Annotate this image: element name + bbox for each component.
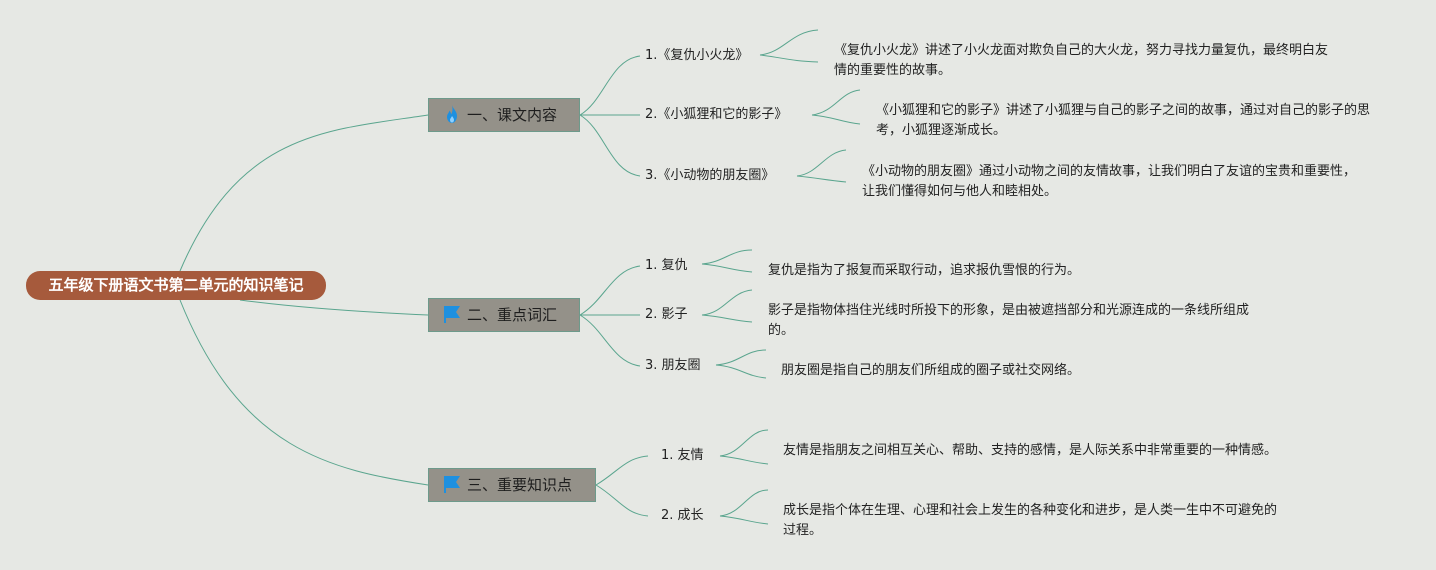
connector-d6 (715, 349, 767, 379)
desc-node-1-2: 《小狐狸和它的影子》讲述了小狐狸与自己的影子之间的故事，通过对自己的影子的思考，… (876, 103, 1371, 138)
connector-b2-s1 (579, 265, 641, 316)
connector-b2-s3 (579, 314, 641, 367)
desc-node-1-3: 《小动物的朋友圈》通过小动物之间的友情故事，让我们明白了友谊的宝贵和重要性，让我… (862, 164, 1357, 199)
sub-node-3-1[interactable]: 1. 友情 (661, 448, 704, 463)
connector-d4 (701, 249, 753, 273)
connector-root-branch-3 (179, 299, 429, 486)
connector-b3-s1 (595, 455, 649, 486)
sub-node-2-2[interactable]: 2. 影子 (645, 307, 688, 322)
connector-root-branch-2 (239, 299, 429, 316)
sub-node-1-1[interactable]: 1.《复仇小火龙》 (645, 48, 749, 63)
root-node[interactable]: 五年级下册语文书第二单元的知识笔记 (26, 271, 326, 300)
flag-icon (443, 474, 461, 494)
connector-d2 (811, 89, 861, 125)
desc-node-2-3: 朋友圈是指自己的朋友们所组成的圈子或社交网络。 (781, 363, 1081, 378)
connector-d3 (796, 149, 847, 183)
connector-d7 (719, 429, 769, 465)
desc-node-2-1: 复仇是指为了报复而采取行动，追求报仇雪恨的行为。 (768, 263, 1081, 278)
sub-node-2-1[interactable]: 1. 复仇 (645, 258, 688, 273)
sub-node-1-3[interactable]: 3.《小动物的朋友圈》 (645, 168, 775, 183)
root-label: 五年级下册语文书第二单元的知识笔记 (48, 276, 304, 294)
branch-label: 二、重点词汇 (467, 306, 558, 324)
fire-icon (443, 104, 461, 124)
branch-node-key-points[interactable]: 三、重要知识点 (428, 468, 596, 502)
branch-label: 三、重要知识点 (467, 476, 573, 494)
connector-root-branch-1 (179, 114, 429, 272)
desc-node-2-2: 影子是指物体挡住光线时所投下的形象，是由被遮挡部分和光源连成的一条线所组成的。 (768, 303, 1250, 338)
branch-label: 一、课文内容 (467, 106, 558, 124)
desc-node-3-2: 成长是指个体在生理、心理和社会上发生的各种变化和进步，是人类一生中不可避免的过程… (783, 503, 1278, 538)
connector-b3-s2 (595, 484, 649, 517)
connector-d5 (701, 289, 753, 323)
sub-node-2-3[interactable]: 3. 朋友圈 (645, 358, 701, 373)
connector-b1-s1 (579, 55, 641, 116)
connector-b1-s3 (579, 114, 641, 177)
connector-d1 (759, 29, 819, 63)
desc-node-1-1: 《复仇小火龙》讲述了小火龙面对欺负自己的大火龙，努力寻找力量复仇，最终明白友情的… (834, 43, 1329, 78)
flag-icon (443, 304, 461, 324)
desc-node-3-1: 友情是指朋友之间相互关心、帮助、支持的感情，是人际关系中非常重要的一种情感。 (783, 443, 1278, 458)
branch-node-course-content[interactable]: 一、课文内容 (428, 98, 580, 132)
sub-node-3-2[interactable]: 2. 成长 (661, 508, 704, 523)
connector-d8 (719, 489, 769, 525)
branch-node-key-vocab[interactable]: 二、重点词汇 (428, 298, 580, 332)
sub-node-1-2[interactable]: 2.《小狐狸和它的影子》 (645, 107, 788, 122)
